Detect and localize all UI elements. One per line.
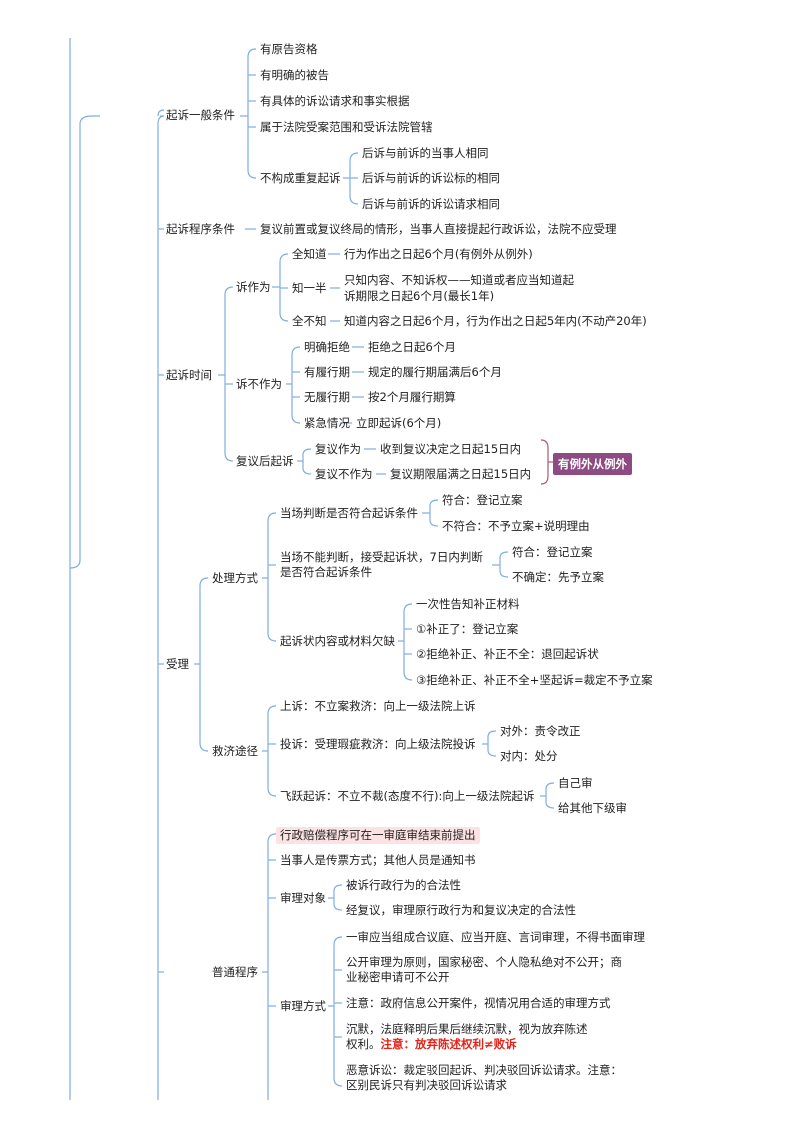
leaf-urgent: 立即起诉(6个月) [356, 416, 442, 430]
branch-procedure-condition: 起诉程序条件 [166, 222, 235, 236]
leaf-comply-register-2: 符合：登记立案 [512, 545, 593, 559]
leaf-external: 对外：责令改正 [500, 724, 581, 738]
leaf-legality: 被诉行政行为的合法性 [346, 878, 461, 892]
branch-acceptance: 受理 [166, 657, 189, 671]
leaf-same-party: 后诉与前诉的当事人相同 [362, 146, 489, 160]
node-refuse: 明确拒绝 [304, 340, 350, 354]
node-complaint: 投诉：受理瑕疵救济：向上级法院投诉 [280, 737, 476, 751]
leaf-notify-once: 一次性告知补正材料 [416, 597, 520, 611]
leaf-defendant: 有明确的被告 [260, 68, 329, 82]
branch-qisu-time: 起诉时间 [166, 368, 212, 382]
leaf-with-term: 规定的履行期届满后6个月 [368, 365, 502, 379]
leaf-comply-register: 符合：登记立案 [442, 493, 523, 507]
leaf-appeal: 上诉：不立案救济：向上一级法院上诉 [280, 699, 476, 713]
leaf-review-inaction: 复议期限届满之日起15日内 [390, 467, 532, 481]
leaf-review-first: 复议前置或复议终局的情形，当事人直接提起行政诉讼，法院不应受理 [260, 222, 617, 236]
node-with-term: 有履行期 [304, 365, 350, 379]
leaf-refuse-return: ②拒绝补正、补正不全：退回起诉状 [416, 647, 599, 661]
leaf-silence-1: 沉默，法庭释明后果后继续沉默，视为放弃陈述 [346, 1022, 588, 1036]
node-no-repeat: 不构成重复起诉 [260, 171, 341, 185]
node-half-known: 知一半 [292, 281, 327, 295]
leaf-collegial: 一审应当组成合议庭、应当开庭、言词审理，不得书面审理 [346, 930, 645, 944]
node-missing-material: 起诉状内容或材料欠缺 [280, 634, 395, 648]
leaf-info-disclosure: 注意：政府信息公开案件，视情况用合适的审理方式 [346, 996, 611, 1010]
leaf-refuse: 拒绝之日起6个月 [368, 340, 456, 354]
node-handling: 处理方式 [212, 571, 258, 585]
leaf-other-court: 给其他下级审 [558, 801, 627, 815]
node-remedy: 救济途径 [212, 744, 258, 758]
leaf-review-act: 收到复议决定之日起15日内 [380, 442, 522, 456]
leaf-claim: 有具体的诉讼请求和事实根据 [260, 94, 410, 108]
branch-ordinary: 普通程序 [212, 965, 258, 979]
leaf-compensation-highlight: 行政赔偿程序可在一审庭审结束前提出 [276, 827, 480, 844]
leaf-public-1: 公开审理为原则，国家秘密、个人隐私绝对不公开；商 [346, 955, 622, 969]
leaf-no-term: 按2个月履行期算 [368, 390, 456, 404]
node-urgent: 紧急情况 [304, 416, 350, 430]
leaf-not-comply: 不符合：不予立案+说明理由 [442, 519, 590, 533]
leaf-uncertain: 不确定：先予立案 [512, 570, 604, 584]
leaf-silence-2-text: 权利。 [346, 1037, 381, 1051]
leaf-summons: 当事人是传票方式；其他人员是通知书 [280, 853, 476, 867]
node-act: 诉作为 [236, 280, 271, 294]
node-on-spot: 当场判断是否符合起诉条件 [280, 506, 418, 520]
node-inaction: 诉不作为 [236, 377, 282, 391]
node-review-act: 复议作为 [315, 442, 361, 456]
node-unknown: 全不知 [292, 314, 327, 328]
node-review-inaction: 复议不作为 [315, 467, 373, 481]
node-7days-2: 是否符合起诉条件 [280, 565, 372, 579]
leaf-half-known-2: 诉期限之日起6个月(最长1年) [344, 289, 495, 303]
leaf-malicious-2: 区别民诉只有判决驳回诉讼请求 [346, 1078, 507, 1092]
branch-qisu-general: 起诉一般条件 [166, 108, 235, 122]
node-review-mode: 审理方式 [280, 999, 326, 1013]
node-fully-known: 全知道 [292, 247, 327, 261]
leaf-same-claim: 后诉与前诉的诉讼请求相同 [362, 197, 500, 211]
leaf-internal: 对内：处分 [500, 749, 558, 763]
leaf-malicious-1: 恶意诉讼：裁定驳回起诉、判决驳回诉讼请求。注意： [346, 1063, 622, 1077]
leaf-silence-2: 权利。注意：放弃陈述权利≠败诉 [346, 1037, 517, 1052]
leaf-refuse-ruling: ③拒绝补正、补正不全+坚起诉=裁定不予立案 [416, 673, 653, 687]
node-7days-1: 当场不能判断，接受起诉状，7日内判断 [280, 550, 483, 564]
leaf-jurisdiction: 属于法院受案范围和受诉法院管辖 [260, 120, 433, 134]
leaf-plaintiff: 有原告资格 [260, 42, 318, 56]
leaf-fully-known: 行为作出之日起6个月(有例外从例外) [344, 247, 533, 261]
silence-warning: 注意：放弃陈述权利≠败诉 [380, 1037, 517, 1051]
leaf-corrected: ①补正了：登记立案 [416, 622, 519, 636]
leaf-unknown: 知道内容之日起6个月，行为作出之日起5年内(不动产20年) [344, 314, 647, 328]
leaf-same-object: 后诉与前诉的诉讼标的相同 [362, 171, 500, 185]
leaf-self-trial: 自己审 [558, 776, 593, 790]
node-after-review: 复议后起诉 [236, 454, 294, 468]
leaf-review-legality: 经复议，审理原行政行为和复议决定的合法性 [346, 903, 576, 917]
leaf-half-known-1: 只知内容、不知诉权——知道或者应当知道起 [344, 273, 574, 287]
node-review-object: 审理对象 [280, 891, 326, 905]
leaf-public-2: 业秘密申请可不公开 [346, 970, 450, 984]
exception-badge: 有例外从例外 [553, 453, 632, 475]
node-leap: 飞跃起诉：不立不裁(态度不行):向上一级法院起诉 [280, 789, 535, 803]
node-no-term: 无履行期 [304, 390, 350, 404]
